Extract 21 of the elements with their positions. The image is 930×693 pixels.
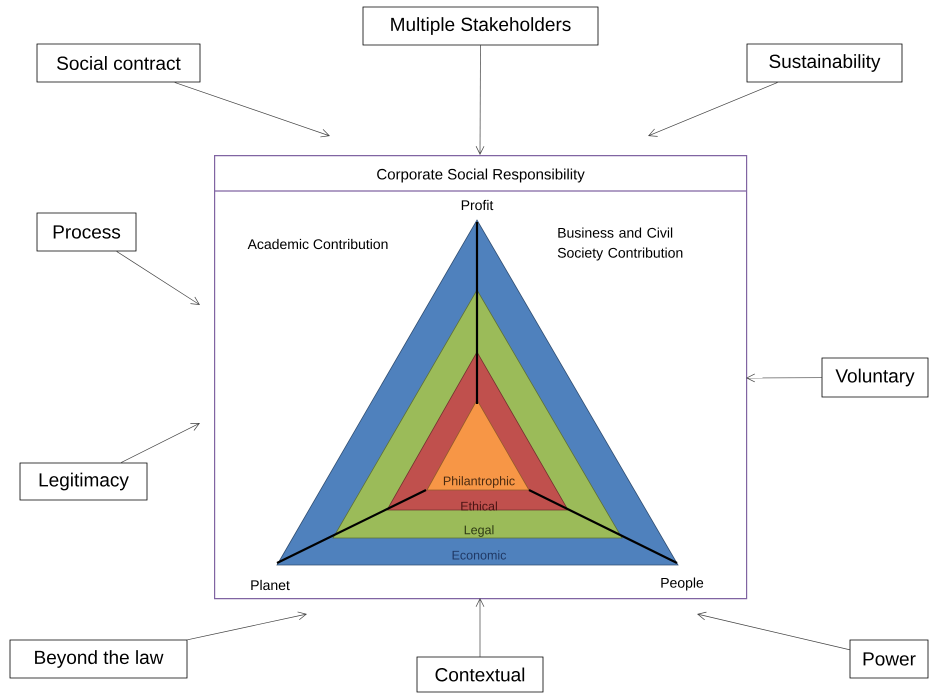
concept-box: Social contract xyxy=(36,44,200,82)
concept-box: Multiple Stakeholders xyxy=(362,6,598,46)
arrow xyxy=(746,374,822,382)
arrow xyxy=(476,45,484,155)
arrow xyxy=(116,251,200,305)
concept-box: Process xyxy=(36,212,136,252)
arrow xyxy=(697,612,850,650)
arrow xyxy=(476,598,484,657)
text-label: People xyxy=(661,577,704,591)
text-label: Profit xyxy=(462,200,494,210)
concept-box: Sustainability xyxy=(746,44,902,82)
arrow xyxy=(187,612,307,640)
concept-box: Contextual xyxy=(416,656,544,692)
arrow xyxy=(120,423,200,463)
concept-box: Legitimacy xyxy=(20,462,148,500)
arrow xyxy=(648,82,778,137)
concept-box: Voluntary xyxy=(822,358,928,398)
concept-box: Power xyxy=(850,640,928,678)
concept-box: Beyond the law xyxy=(10,640,188,678)
text-label: Planet xyxy=(251,580,290,590)
arrow xyxy=(174,82,330,138)
